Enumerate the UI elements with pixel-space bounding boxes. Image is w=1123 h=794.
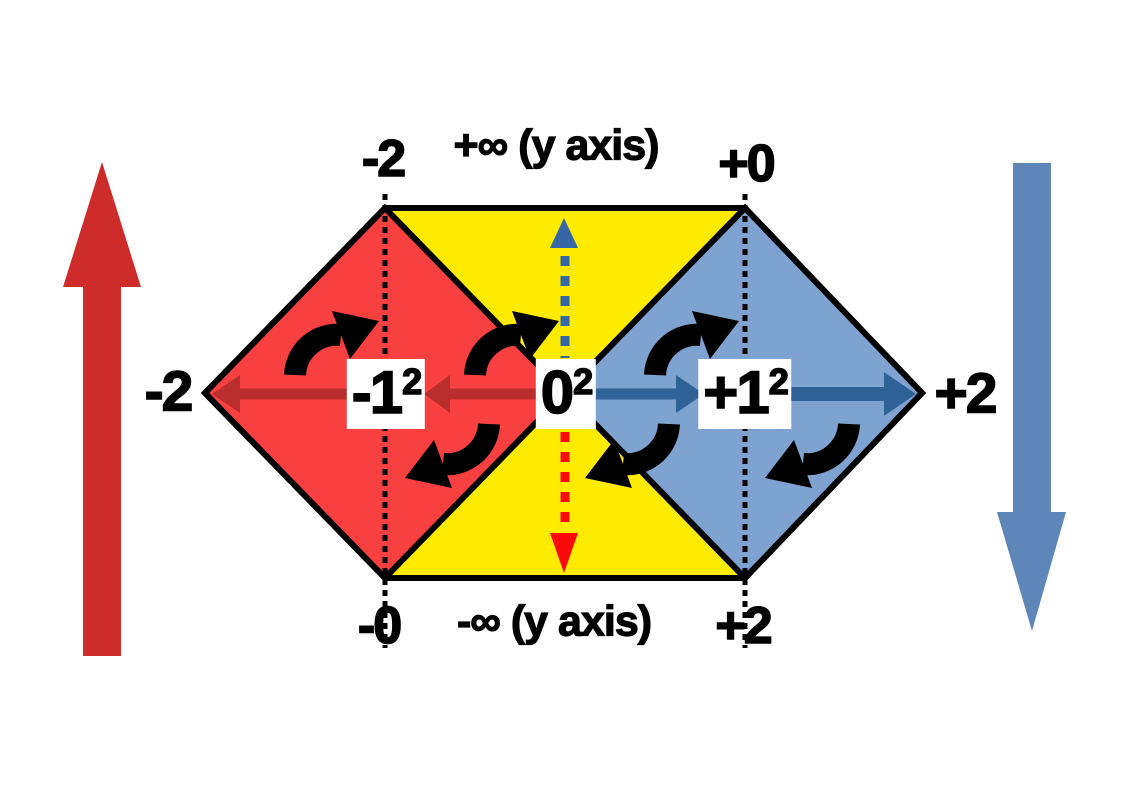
arrow-zero-to-plus1 bbox=[591, 375, 704, 413]
label-top-right-tick: +0 bbox=[718, 135, 777, 193]
arrow-zero-to-minus1 bbox=[424, 375, 542, 413]
label-left-end: -2 bbox=[144, 359, 194, 424]
arrow-plus1-to-plus2 bbox=[784, 372, 916, 416]
node-base: -1 bbox=[351, 359, 404, 426]
label-bottom-right-tick: +2 bbox=[715, 597, 774, 655]
node-exponent: 2 bbox=[768, 361, 790, 403]
node-base: 0 bbox=[540, 359, 575, 426]
label-bottom-left-tick: -0 bbox=[357, 597, 403, 655]
arrow-minus1-to-minus2 bbox=[212, 375, 352, 413]
label-top-axis: +∞ (y axis) bbox=[453, 121, 660, 170]
node-box-minus1-squared: -12 bbox=[346, 359, 426, 429]
node-base: +1 bbox=[702, 359, 770, 426]
big-down-arrow bbox=[997, 163, 1066, 631]
label-bottom-axis: -∞ (y axis) bbox=[456, 597, 652, 646]
node-exponent: 2 bbox=[401, 361, 423, 403]
node-box-zero-squared: 02 bbox=[535, 359, 597, 429]
node-box-plus1-squared: +12 bbox=[698, 359, 792, 429]
label-top-left-tick: -2 bbox=[361, 130, 407, 188]
big-up-arrow bbox=[63, 162, 141, 656]
label-right-end: +2 bbox=[934, 361, 999, 426]
node-exponent: 2 bbox=[572, 361, 594, 403]
dotted-up-arrow-head bbox=[550, 218, 578, 248]
dotted-down-arrow-head bbox=[550, 533, 578, 573]
